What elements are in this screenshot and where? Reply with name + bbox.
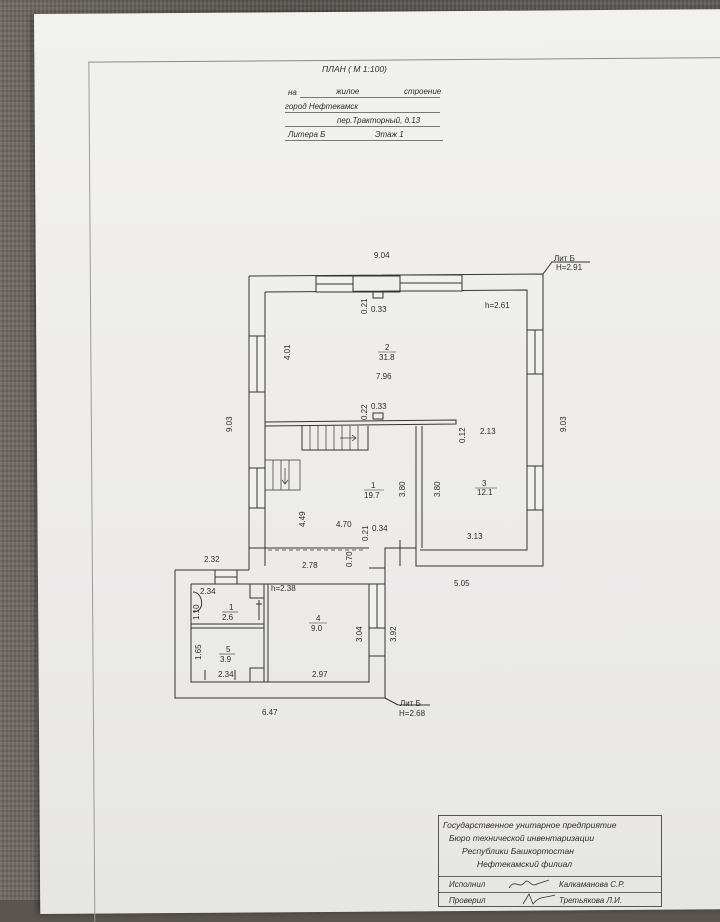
room-5-number: 5 xyxy=(226,645,231,654)
dim-0-34: 0.34 xyxy=(372,524,388,533)
stamp-line-3: Республики Башкортостан xyxy=(462,846,574,856)
stamp-line-2: Бюро технической инвентаризации xyxy=(449,833,595,843)
dim-right-9-03: 9.03 xyxy=(559,416,568,432)
room-3-number: 3 xyxy=(482,479,487,488)
checker-signature xyxy=(522,893,556,905)
ceiling-h-2-38: h=2.38 xyxy=(271,584,296,593)
checker-name: Третьякова Л.И. xyxy=(559,896,623,905)
ceiling-h-2-61: h=2.61 xyxy=(485,301,510,310)
executor-label: Исполнил xyxy=(449,880,486,889)
room-1-area: 19.7 xyxy=(364,491,380,500)
room-4-number: 4 xyxy=(316,614,321,623)
dim-1-65: 1.65 xyxy=(194,644,203,660)
dim-3-80-left: 3.80 xyxy=(398,481,407,497)
dim-0-70: 0.70 xyxy=(345,551,354,567)
header-underline-3 xyxy=(285,126,440,127)
dim-2-78: 2.78 xyxy=(302,561,318,570)
dim-4-70: 4.70 xyxy=(336,520,352,529)
dim-3-04: 3.04 xyxy=(355,626,364,642)
stamp-line-4: Нефтекамский филиал xyxy=(477,859,573,869)
dim-2-97: 2.97 xyxy=(312,670,328,679)
dim-0-21-top: 0.21 xyxy=(360,298,369,314)
header-underline-1 xyxy=(300,97,440,98)
room-1-small-area: 2.6 xyxy=(222,613,234,622)
dim-2-13: 2.13 xyxy=(480,427,496,436)
header-litera: Литера Б xyxy=(288,130,326,139)
room-5-area: 3.9 xyxy=(220,655,232,664)
dim-0-12: 0.12 xyxy=(458,427,467,443)
dim-7-96: 7.96 xyxy=(376,372,392,381)
dim-2-34-top: 2.34 xyxy=(200,587,216,596)
floor-plan: 9.04 Лит Б H=2.91 0.21 0.33 h=2.61 4.01 … xyxy=(174,251,590,718)
dim-6-47: 6.47 xyxy=(262,708,278,717)
h-bottom-label: H=2.68 xyxy=(399,709,426,718)
dim-3-92: 3.92 xyxy=(389,626,398,642)
room-1-number: 1 xyxy=(371,481,376,490)
header-floor: Этаж 1 xyxy=(375,130,404,139)
dim-1-10: 1.10 xyxy=(192,604,201,620)
header-building: строение xyxy=(404,87,442,96)
dim-3-13: 3.13 xyxy=(467,532,483,541)
dim-0-22: 0.22 xyxy=(360,404,369,420)
h-top-label: H=2.91 xyxy=(556,263,583,272)
header-address: пер.Тракторный, д.13 xyxy=(337,116,421,125)
room-2-area: 31.8 xyxy=(379,353,395,362)
dim-0-21-lower: 0.21 xyxy=(361,525,370,541)
header-underline-4 xyxy=(285,140,443,141)
title-block: Государственное унитарное предприятие Бю… xyxy=(438,815,662,907)
dim-0-33-top: 0.33 xyxy=(371,305,387,314)
room-3-area: 12.1 xyxy=(477,488,493,497)
dim-5-05: 5.05 xyxy=(454,579,470,588)
stamp-line-1: Государственное унитарное предприятие xyxy=(443,820,617,830)
dim-3-80-right: 3.80 xyxy=(433,481,442,497)
executor-name: Калкаманова С.Р. xyxy=(559,880,625,889)
header-underline-2 xyxy=(285,112,440,113)
checker-label: Проверил xyxy=(449,896,486,905)
room-4-area: 9.0 xyxy=(311,624,323,633)
plan-title: ПЛАН ( М 1:100) xyxy=(322,64,387,74)
dim-0-33-mid: 0.33 xyxy=(371,402,387,411)
stamp-divider-2 xyxy=(439,892,661,893)
dim-top-width: 9.04 xyxy=(374,251,390,260)
header-city: город Нефтекамск xyxy=(285,102,359,111)
header-na: на xyxy=(288,88,297,97)
dim-4-49: 4.49 xyxy=(298,511,307,527)
dim-2-34-bottom: 2.34 xyxy=(218,670,234,679)
executor-signature xyxy=(508,879,550,889)
dim-4-01: 4.01 xyxy=(283,344,292,360)
header-type: жилое xyxy=(336,87,360,96)
dim-left-9-03: 9.03 xyxy=(225,416,234,432)
stamp-divider-1 xyxy=(439,876,661,877)
dim-2-32: 2.32 xyxy=(204,555,220,564)
room-1-small-number: 1 xyxy=(229,603,234,612)
lit-bottom-label: Лит Б xyxy=(400,699,421,708)
room-2-number: 2 xyxy=(385,343,390,352)
lit-top-label: Лит Б xyxy=(554,254,575,263)
